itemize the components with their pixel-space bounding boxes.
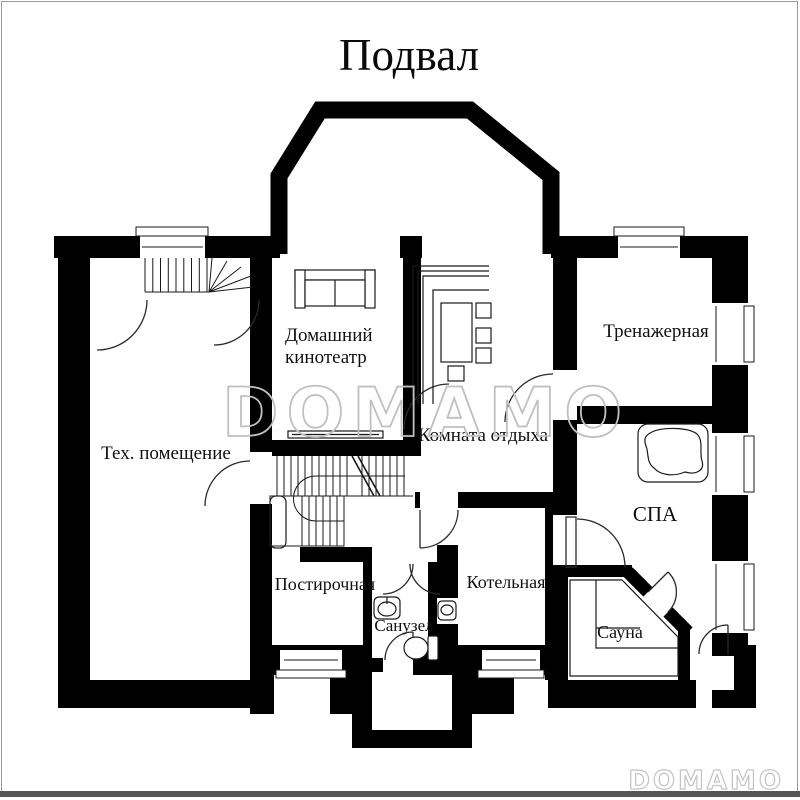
door-sauna	[647, 571, 677, 613]
label-spa: СПА	[633, 502, 678, 526]
table	[440, 302, 473, 363]
plan-title: Подвал	[339, 30, 479, 80]
door-spa	[576, 518, 626, 568]
bay-wall	[270, 101, 560, 254]
room-labels: Тех. помещение Домашний кинотеатр Комнат…	[101, 321, 709, 642]
chair	[475, 347, 492, 364]
bar-counter	[412, 265, 489, 404]
chair	[475, 302, 492, 319]
sofa	[294, 269, 376, 309]
door-tech	[204, 460, 251, 507]
stairs-central	[269, 455, 413, 547]
label-boiler: Котельная	[467, 572, 546, 592]
door-boiler	[419, 509, 459, 549]
door-exterior-se	[698, 624, 729, 655]
label-home-theater-2: кинотеатр	[285, 347, 367, 368]
door-corridor	[403, 383, 450, 430]
chair	[447, 365, 465, 382]
label-bathroom: Санузел	[374, 616, 434, 635]
watermark-small: DOMAMO	[628, 766, 784, 796]
window-gym	[613, 226, 685, 237]
sauna-benches	[569, 579, 679, 677]
label-gym: Тренажерная	[603, 321, 709, 342]
furniture	[287, 265, 709, 677]
window-east-1	[743, 305, 755, 363]
window-east-2	[743, 435, 755, 493]
door-lounge	[504, 373, 554, 423]
chair	[475, 327, 492, 344]
window-east-3	[743, 563, 755, 631]
jacuzzi	[637, 423, 709, 483]
page-bottom-bar	[0, 791, 800, 797]
mini-sink	[437, 600, 457, 621]
doors	[96, 299, 729, 661]
window-laundry	[275, 669, 347, 679]
door-laundry	[382, 563, 414, 595]
window-frames	[135, 226, 755, 679]
stairs-upper-left	[144, 257, 254, 293]
label-sauna: Сауна	[597, 622, 643, 642]
label-laundry: Постирочная	[275, 574, 375, 594]
label-lounge: Комната отдыха	[418, 425, 549, 446]
label-tech-room: Тех. помещение	[101, 443, 231, 464]
window-boiler	[477, 669, 545, 679]
door-stair-left	[96, 299, 148, 351]
door-bathroom-upper	[409, 563, 441, 595]
wall-openings	[140, 236, 748, 702]
watermark-large: DOMAMO	[222, 374, 630, 453]
toilet	[403, 635, 439, 661]
door-stair-right	[213, 299, 260, 346]
label-home-theater-1: Домашний	[285, 325, 373, 346]
sink	[373, 596, 401, 620]
window-tech	[135, 226, 209, 237]
